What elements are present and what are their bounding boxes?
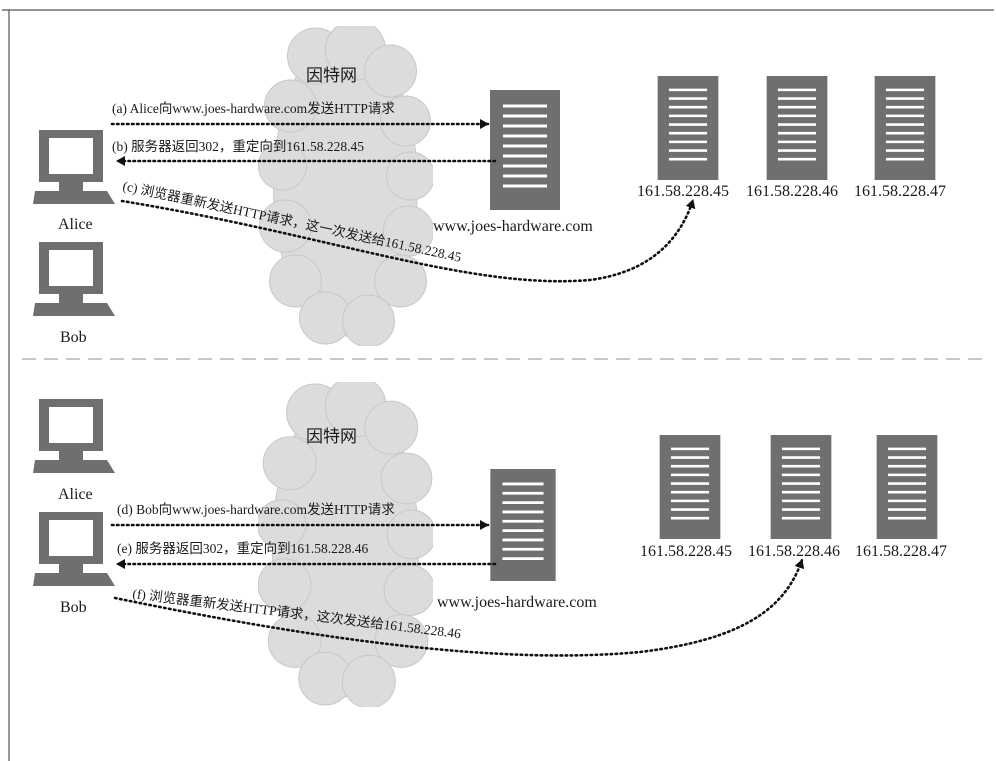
- message-b: (b) 服务器返回302，重定向到161.58.228.45: [112, 139, 364, 154]
- client-alice: Alice: [33, 130, 115, 233]
- client-bob: Bob: [33, 512, 115, 616]
- computer-icon: [33, 130, 115, 204]
- server-label: www.joes-hardware.com: [433, 218, 593, 235]
- client-label: Alice: [58, 486, 93, 503]
- server-ip-label: 161.58.228.47: [855, 543, 947, 560]
- server-ip-label: 161.58.228.46: [748, 543, 840, 560]
- computer-icon: [33, 242, 115, 316]
- scene-2: 因特网 Alice Bob www.joes-hardware.com 161.…: [33, 382, 947, 707]
- web-server-1: 161.58.228.45: [637, 76, 729, 200]
- server-ip-label: 161.58.228.45: [637, 183, 729, 200]
- server-label: www.joes-hardware.com: [437, 594, 597, 611]
- server-icon: [656, 76, 720, 180]
- web-server-3: 161.58.228.47: [854, 76, 946, 200]
- server-icon: [873, 76, 937, 180]
- client-label: Bob: [60, 329, 87, 346]
- server-icon: [875, 435, 939, 539]
- computer-icon: [33, 399, 115, 473]
- client-label: Bob: [60, 599, 87, 616]
- server-icon: [490, 90, 560, 210]
- server-icon: [765, 76, 829, 180]
- web-server-3: 161.58.228.47: [855, 435, 947, 560]
- computer-icon: [33, 512, 115, 586]
- message-e: (e) 服务器返回302，重定向到161.58.228.46: [117, 541, 368, 556]
- redirect-server: www.joes-hardware.com: [433, 90, 593, 235]
- client-label: Alice: [58, 216, 93, 233]
- server-icon: [488, 469, 558, 581]
- web-server-1: 161.58.228.45: [640, 435, 732, 560]
- web-server-2: 161.58.228.46: [746, 76, 838, 200]
- server-icon: [769, 435, 833, 539]
- client-alice: Alice: [33, 399, 115, 503]
- scene-1: 因特网 Alice Bob www.joes-hardware.com 161.…: [33, 26, 946, 346]
- arrow-f: [113, 558, 805, 657]
- server-ip-label: 161.58.228.46: [746, 183, 838, 200]
- server-ip-label: 161.58.228.45: [640, 543, 732, 560]
- server-ip-label: 161.58.228.47: [854, 183, 946, 200]
- internet-label: 因特网: [306, 427, 357, 446]
- message-d: (d) Bob向www.joes-hardware.com发送HTTP请求: [117, 502, 395, 517]
- client-bob: Bob: [33, 242, 115, 346]
- redirect-server: www.joes-hardware.com: [437, 469, 597, 611]
- web-server-2: 161.58.228.46: [748, 435, 840, 560]
- arrow-c: [120, 198, 696, 283]
- message-a: (a) Alice向www.joes-hardware.com发送HTTP请求: [112, 101, 395, 116]
- server-icon: [658, 435, 722, 539]
- internet-label: 因特网: [306, 66, 357, 85]
